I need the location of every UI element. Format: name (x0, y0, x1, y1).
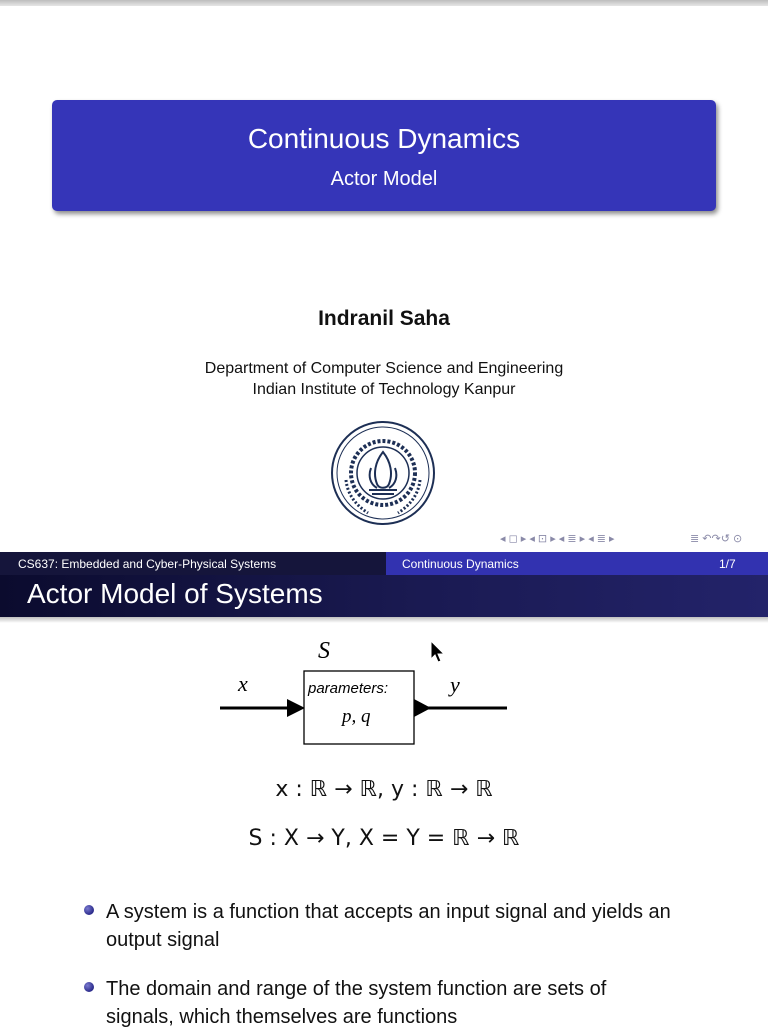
footline-left: CS637: Embedded and Cyber-Physical Syste… (0, 552, 386, 575)
presentation-title: Continuous Dynamics (247, 123, 521, 154)
input-label: x (237, 671, 248, 696)
institute-name: Indian Institute of Technology Kanpur (252, 381, 516, 398)
top-border (0, 0, 768, 6)
beamer-navigation-symbols[interactable]: ◂ ◻ ▸ ◂ ⊡ ▸ ◂ ≣ ▸ ◂ ≣ ▸ (500, 533, 615, 545)
title-block: Continuous Dynamics Actor Model (52, 100, 716, 211)
output-arrowhead (414, 699, 431, 717)
actor-model-diagram: S x y parameters: p, q (220, 638, 507, 745)
bullet-text: A system is a function that accepts an i… (106, 901, 671, 951)
department-name: Department of Computer Science and Engin… (204, 360, 564, 377)
frame-title-bar: Actor Model of Systems (0, 575, 768, 617)
signal-equation: x : ℝ → ℝ, y : ℝ → ℝ (275, 777, 493, 802)
system-box (303, 670, 415, 745)
frame-title: Actor Model of Systems (27, 578, 323, 609)
footline-right: Continuous Dynamics 1/7 (386, 552, 768, 575)
beamer-navigation-extra[interactable]: ≣ ↶↷↺ ⊙ (690, 533, 743, 545)
frame-title-shadow (0, 617, 768, 623)
bullet-icon (84, 982, 94, 992)
presentation-subtitle: Actor Model (330, 168, 438, 190)
bullet-icon (84, 905, 94, 915)
output-label: y (448, 672, 460, 697)
system-equation: S : X → Y, X = Y = ℝ → ℝ (248, 826, 520, 851)
author-name: Indranil Saha (318, 307, 450, 330)
input-arrowhead (287, 699, 305, 717)
footline-page-number: 1/7 (719, 557, 736, 571)
box-parameters-values: p, q (340, 706, 371, 727)
institute-seal-logo (331, 421, 435, 525)
box-parameters-label: parameters: (307, 680, 388, 697)
bullet-text: The domain and range of the system funct… (106, 978, 607, 1028)
system-label: S (318, 638, 330, 664)
footline-course: CS637: Embedded and Cyber-Physical Syste… (18, 557, 277, 571)
mouse-pointer-icon (430, 640, 446, 663)
footline: CS637: Embedded and Cyber-Physical Syste… (0, 552, 768, 575)
footline-section: Continuous Dynamics (402, 557, 519, 571)
